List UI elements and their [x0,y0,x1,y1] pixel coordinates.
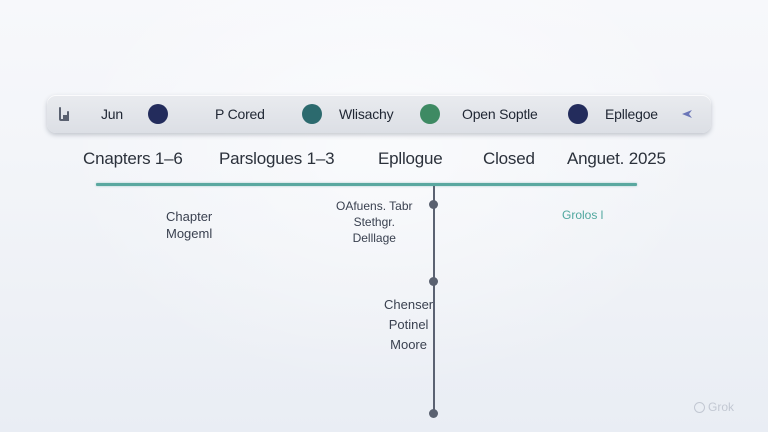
phase-label: Cnapters 1–6 [83,149,183,168]
note-line: Chenser [384,297,434,312]
tab-label: Jun [101,106,123,122]
phase-label: Parslogues 1–3 [219,149,335,168]
status-dot [148,104,168,124]
timeline-node[interactable] [429,409,438,418]
status-dot [420,104,440,124]
timeline-node[interactable] [429,277,438,286]
watermark: Grok [694,400,734,414]
timeline-tabbar: Jun P Cored Wlisachy Open Soptle Epllego… [47,95,711,133]
phase-label: Anguet. 2025 [567,149,666,168]
chapter-note: Chapter Mogeml [166,208,212,242]
tab-p-cored[interactable]: P Cored [215,95,265,133]
right-note: Grolos l [562,208,604,222]
timeline-node[interactable] [429,200,438,209]
arrow-icon[interactable] [680,107,694,121]
tab-label: Open Soptle [462,106,538,122]
status-dot [302,104,322,124]
note-line: Potinel [388,317,429,332]
lower-note: Chenser Potinel Moore [384,296,433,353]
phase-label: Epllogue [378,149,443,168]
tab-wlisachy[interactable]: Wlisachy [339,95,394,133]
note-line: OAfuens. Tabr [336,199,413,213]
watermark-logo-icon [694,401,705,413]
note-line: Delllage [352,231,396,245]
note-line: Stethgr. [353,215,395,229]
note-line: Moore [390,337,427,352]
timeline-horizontal-line [96,183,637,186]
watermark-text: Grok [708,400,735,414]
note-line: Chapter [166,209,213,224]
document-icon[interactable] [57,106,71,122]
tab-label: Epllegoe [605,106,658,122]
status-dot [568,104,588,124]
tab-label: P Cored [215,106,265,122]
phase-label: Closed [483,149,535,168]
tab-label: Wlisachy [339,106,394,122]
tab-jun[interactable]: Jun [101,95,123,133]
tab-open-soptle[interactable]: Open Soptle [462,95,538,133]
middle-note: OAfuens. Tabr Stethgr. Delllage [336,198,413,246]
note-line: Mogeml [166,226,213,241]
timeline-vertical-line [433,186,435,416]
tab-epllegoe[interactable]: Epllegoe [605,95,658,133]
